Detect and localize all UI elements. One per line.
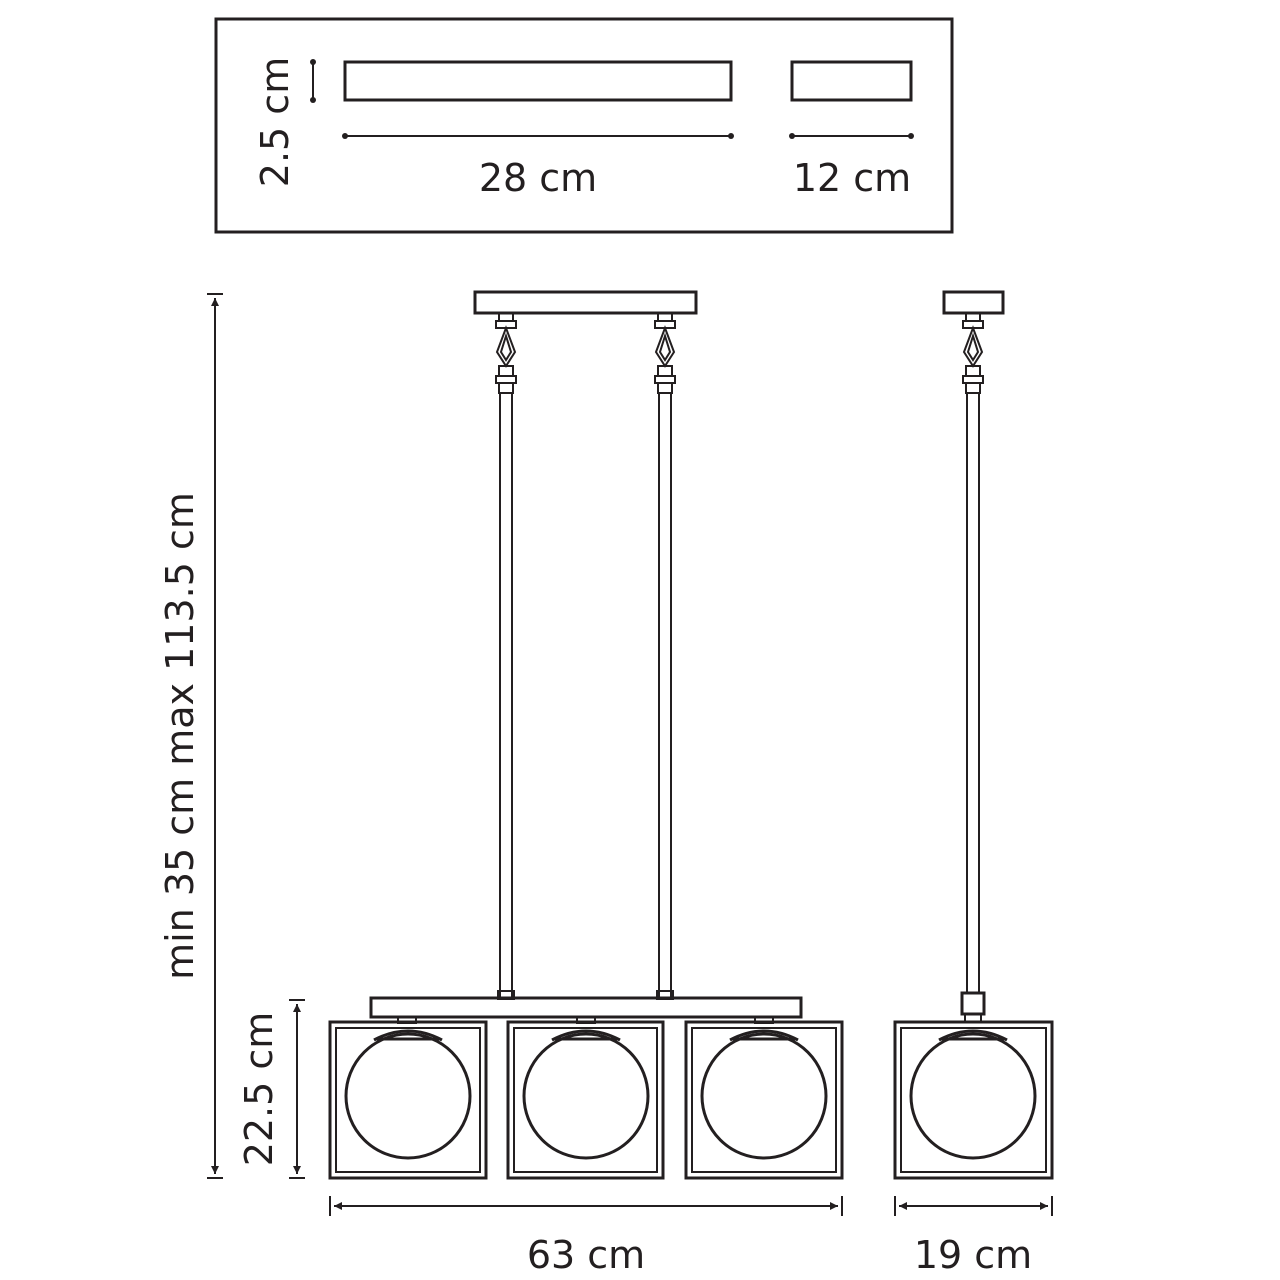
canopy-long-label: 28 cm [479, 156, 597, 200]
top-view-frame [214, 17, 954, 234]
lamp-shade-2 [506, 1016, 665, 1180]
front-canopy [473, 290, 698, 315]
lamp-front-view: min 35 cm max 113.5 cm 22.5 cm 63 cm [158, 290, 844, 1277]
lamp-shade-3 [684, 1016, 844, 1180]
suspension-right [654, 312, 676, 1000]
canopy-height-label: 2.5 cm [253, 57, 297, 187]
canopy-top-view: 2.5 cm 28 cm 12 cm [214, 17, 954, 234]
canopy-long-rect [343, 60, 733, 102]
lamp-bar [369, 996, 803, 1019]
side-width-label: 19 cm [914, 1233, 1032, 1277]
suspension-side [960, 312, 986, 1023]
shade-height-label: 22.5 cm [237, 1012, 281, 1167]
canopy-short-label: 12 cm [793, 156, 911, 200]
suspension-left [495, 312, 517, 1000]
total-height-label: min 35 cm max 113.5 cm [158, 492, 202, 980]
side-canopy [942, 290, 1005, 315]
lamp-side-view: 19 cm [893, 290, 1054, 1277]
lamp-shade-1 [328, 1016, 488, 1180]
front-width-label: 63 cm [527, 1233, 645, 1277]
canopy-short-rect [790, 60, 913, 102]
side-lamp-shade [893, 1020, 1054, 1180]
